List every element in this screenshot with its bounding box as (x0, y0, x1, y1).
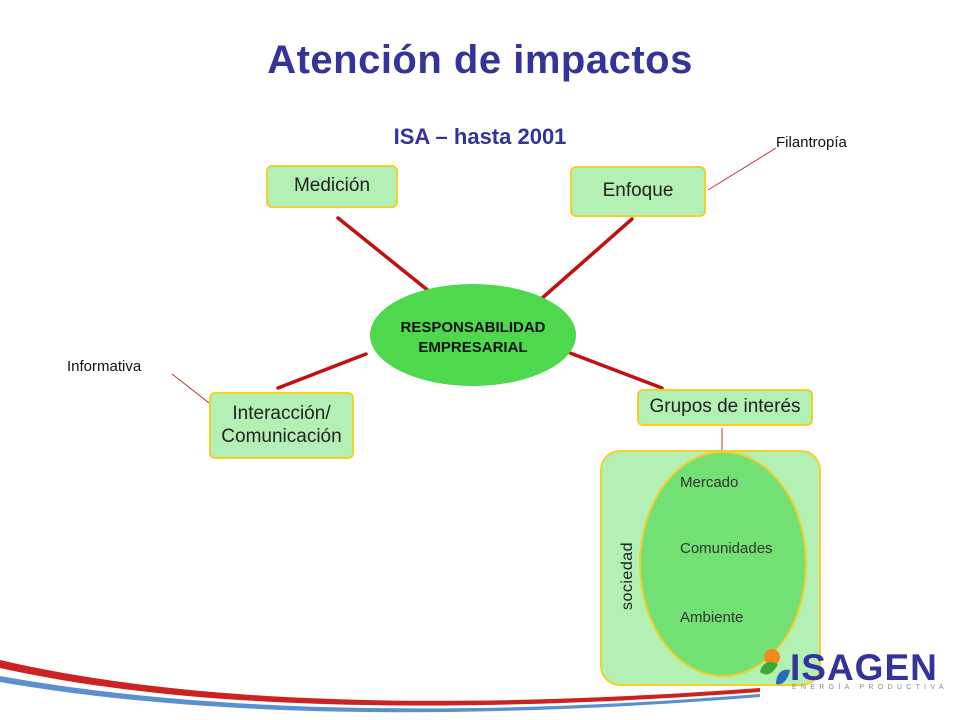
connector-enfoque (538, 217, 634, 302)
logo-tagline: ENERGÍA PRODUCTIVA (792, 684, 948, 691)
stakeholder-item-ambiente: Ambiente (680, 609, 744, 626)
swoosh-red (0, 660, 760, 706)
page-title: Atención de impactos (267, 38, 693, 82)
connector-medicion (336, 216, 432, 294)
node-enfoque-label: Enfoque (602, 180, 674, 202)
logo-wordmark: ISAGEN (790, 647, 938, 688)
node-grupos-de-interes: Grupos de interés (637, 389, 813, 426)
node-enfoque: Enfoque (570, 166, 706, 217)
center-node-line1: RESPONSABILIDAD (400, 319, 546, 336)
node-medicion-label: Medición (293, 175, 371, 197)
connector-interaccion (276, 352, 368, 390)
center-node-label: RESPONSABILIDAD EMPRESARIAL (368, 318, 578, 359)
annotation-filantropia: Filantropía (776, 134, 847, 151)
diagram-subtitle: ISA – hasta 2001 (393, 124, 567, 149)
swoosh-blue (0, 676, 760, 713)
node-grupos-label: Grupos de interés (649, 396, 801, 418)
node-medicion: Medición (266, 165, 398, 208)
node-interaccion: Interacción/ Comunicación (209, 392, 354, 459)
annotation-line-filantropia (707, 147, 777, 191)
node-interaccion-line2: Comunicación (221, 425, 342, 447)
stakeholder-ellipse (639, 451, 807, 677)
center-node-ellipse (370, 284, 576, 386)
annotation-informativa: Informativa (67, 358, 142, 375)
connector-grupos (568, 351, 664, 390)
node-interaccion-line1: Interacción/ (232, 402, 331, 424)
center-node-line2: EMPRESARIAL (418, 339, 528, 357)
logo-mark-icon (760, 649, 790, 685)
stakeholder-item-comunidades: Comunidades (680, 540, 773, 557)
stakeholder-item-mercado: Mercado (680, 474, 739, 491)
annotation-line-informativa (171, 373, 214, 407)
